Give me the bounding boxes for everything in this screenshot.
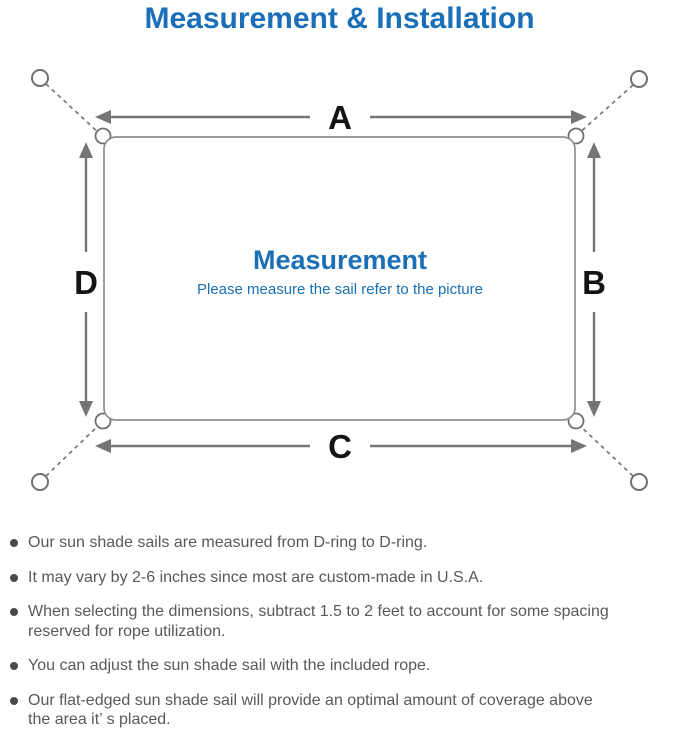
bullet-dot-icon [10, 539, 18, 547]
dimension-label-c: C [328, 428, 352, 465]
dimension-label-a: A [328, 99, 352, 136]
anchor-ring-icons [31, 69, 648, 491]
anchor-ring-icon [630, 70, 648, 88]
bullet-item-subtract-feet: When selecting the dimensions, subtract … [10, 602, 672, 641]
d-ring-icon [567, 127, 585, 145]
bullet-dot-icon [10, 662, 18, 671]
dimension-label-b: B [582, 264, 606, 301]
bullet-item-vary-inches: It may vary by 2-6 inches since most are… [10, 568, 672, 588]
dimension-arrow-right [587, 142, 601, 417]
center-caption: Please measure the sail refer to the pic… [197, 281, 483, 298]
anchor-ring-icon [630, 473, 648, 491]
bullet-text: Our sun shade sails are measured from D-… [28, 533, 427, 553]
bullet-text: It may vary by 2-6 inches since most are… [28, 568, 483, 588]
bullet-line: Our flat-edged sun shade sail will provi… [28, 691, 593, 709]
bullet-line: the area it’ s placed. [28, 711, 171, 729]
bullet-text: Our flat-edged sun shade sail will provi… [28, 691, 593, 730]
d-ring-icon [94, 127, 112, 145]
bullet-line: You can adjust the sun shade sail with t… [28, 657, 431, 675]
anchor-ring-icon [31, 69, 49, 87]
bullet-text: When selecting the dimensions, subtract … [28, 602, 609, 641]
bullet-item-flat-edged-coverage: Our flat-edged sun shade sail will provi… [10, 691, 672, 730]
bullet-dot-icon [10, 696, 18, 705]
bullet-line: Our sun shade sails are measured from D-… [28, 534, 428, 551]
d-ring-icon [567, 412, 585, 430]
bullet-dot-icon [10, 573, 18, 582]
bullet-line: It may vary by 2-6 inches since most are… [28, 568, 484, 586]
anchor-ring-icon [31, 473, 49, 491]
rope-line-top-right [577, 84, 634, 135]
center-heading: Measurement [253, 245, 427, 275]
d-ring-icons [94, 127, 585, 430]
rope-line-bottom-left [45, 423, 101, 477]
dimension-arrows [79, 110, 601, 453]
bullet-list: Our sun shade sails are measured from D-… [10, 533, 672, 730]
dimension-arrow-left [79, 142, 93, 417]
rope-line-bottom-right [577, 423, 634, 477]
dimension-arrow-bottom [95, 439, 587, 453]
d-ring-icon [94, 412, 112, 430]
measurement-diagram: A B C D Measurement Please measure the s… [31, 69, 648, 491]
dimension-label-d: D [74, 264, 98, 301]
bullet-item-adjust-rope: You can adjust the sun shade sail with t… [10, 656, 672, 676]
dimension-arrow-top [95, 110, 587, 124]
bullet-line: reserved for rope utilization. [28, 622, 226, 640]
bullet-dot-icon [10, 608, 18, 617]
rope-line-top-left [45, 83, 101, 135]
sail-rectangle [103, 136, 576, 421]
bullet-text: You can adjust the sun shade sail with t… [28, 656, 430, 676]
bullet-line: When selecting the dimensions, subtract … [28, 603, 609, 621]
bullet-item-measured-dring: Our sun shade sails are measured from D-… [10, 533, 672, 553]
page-title: Measurement & Installation [144, 2, 535, 35]
